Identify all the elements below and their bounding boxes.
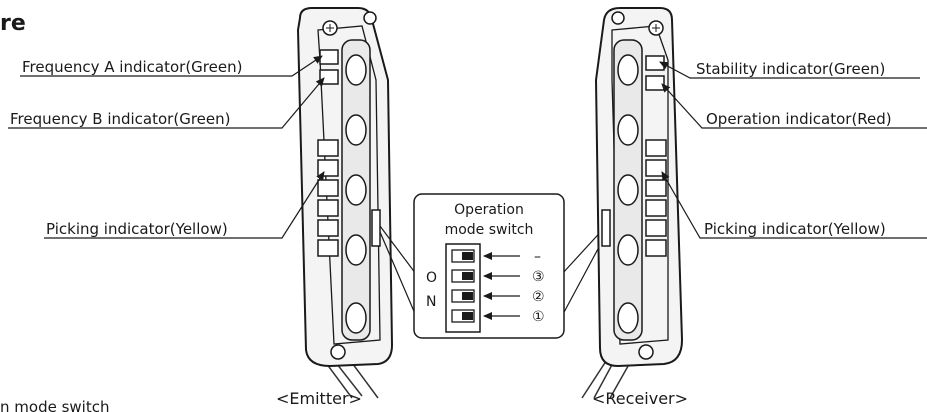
switch-title-line2: mode switch xyxy=(445,222,534,238)
screw-icon xyxy=(330,344,346,360)
receiver-unit xyxy=(581,7,684,399)
lens-2 xyxy=(617,114,639,146)
switch-title-line1: Operation xyxy=(454,202,524,218)
section-heading: re xyxy=(0,11,26,36)
label-receiver-picking: Picking indicator(Yellow) xyxy=(704,220,886,238)
lens-5 xyxy=(345,302,367,334)
dip-switch-3 xyxy=(451,269,475,283)
receiver-switch-slot xyxy=(601,209,611,247)
switch-on-o: O xyxy=(426,270,437,286)
lens-2 xyxy=(345,114,367,146)
pin-label-2: ② xyxy=(532,289,545,305)
switch-on-n: N xyxy=(426,294,436,310)
frequency-a-led xyxy=(319,49,339,65)
emitter-callouts: Frequency A indicator(Green) Frequency B… xyxy=(8,55,325,239)
emitter-switch-slot xyxy=(371,209,381,247)
emitter-unit xyxy=(296,7,394,399)
picking-led xyxy=(645,159,667,177)
pin-label-dash: – xyxy=(534,249,541,265)
label-operation: Operation indicator(Red) xyxy=(706,110,892,128)
pin-label-3: ③ xyxy=(532,269,545,285)
lens-1 xyxy=(617,54,639,86)
receiver-caption: <Receiver> xyxy=(592,389,688,408)
picking-led xyxy=(317,159,339,177)
lens-5 xyxy=(617,302,639,334)
footer-fragment: n mode switch xyxy=(0,398,109,412)
label-emitter-picking: Picking indicator(Yellow) xyxy=(46,220,228,238)
label-frequency-a: Frequency A indicator(Green) xyxy=(22,58,242,76)
frequency-b-led xyxy=(319,69,339,85)
dip-switch-1 xyxy=(451,309,475,323)
label-frequency-b: Frequency B indicator(Green) xyxy=(10,110,230,128)
screw-icon xyxy=(611,11,625,25)
lens-3 xyxy=(617,174,639,206)
dip-switch-2 xyxy=(451,289,475,303)
operation-mode-switch-box: Operation mode switch O N – ③ ② ① xyxy=(379,193,607,339)
receiver-callouts: Stability indicator(Green) Operation ind… xyxy=(659,60,927,239)
screw-icon xyxy=(638,344,654,360)
emitter-caption: <Emitter> xyxy=(276,389,362,408)
lens-1 xyxy=(345,54,367,86)
dip-switch-4 xyxy=(451,249,475,263)
lens-4 xyxy=(617,234,639,266)
pin-label-1: ① xyxy=(532,309,545,325)
lens-3 xyxy=(345,174,367,206)
lens-4 xyxy=(345,234,367,266)
operation-led xyxy=(645,75,665,91)
label-stability: Stability indicator(Green) xyxy=(696,60,885,78)
